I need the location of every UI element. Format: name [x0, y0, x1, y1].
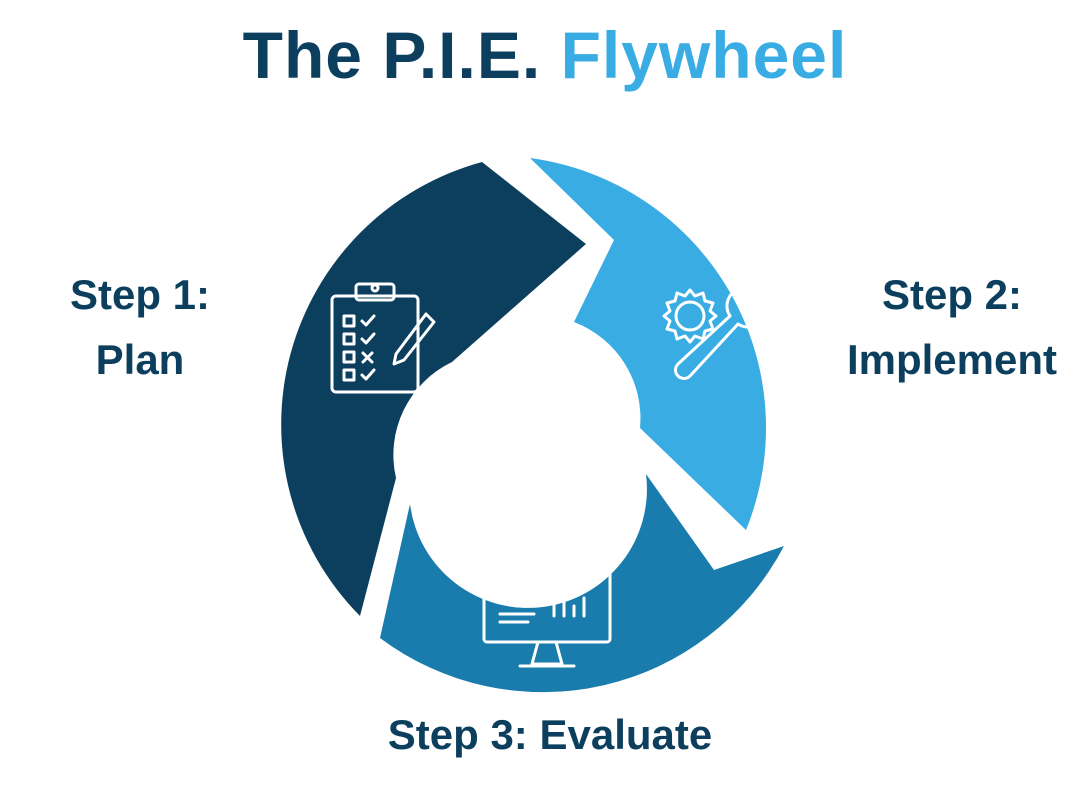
- page-title: The P.I.E. Flywheel: [0, 22, 1090, 88]
- plan-segment: [281, 162, 586, 616]
- step-1-label: Step 1: Plan: [40, 262, 240, 392]
- step-2-label: Step 2: Implement: [822, 262, 1082, 392]
- step-3-label: Step 3: Evaluate: [300, 710, 800, 760]
- step-1-name: Plan: [95, 336, 185, 384]
- title-part-2: Flywheel: [560, 18, 848, 92]
- step-2-number: Step 2:: [881, 271, 1023, 318]
- evaluate-segment: [380, 474, 784, 693]
- implement-segment: [530, 158, 767, 530]
- step-2-name: Implement: [846, 336, 1058, 384]
- monitor-analytics-icon: [482, 552, 612, 668]
- step-3-text: Step 3: Evaluate: [387, 711, 713, 758]
- gear-wrench-icon: [662, 286, 768, 380]
- clipboard-checklist-icon: [330, 282, 436, 394]
- title-part-1: The P.I.E.: [242, 18, 542, 92]
- step-1-number: Step 1:: [69, 271, 211, 318]
